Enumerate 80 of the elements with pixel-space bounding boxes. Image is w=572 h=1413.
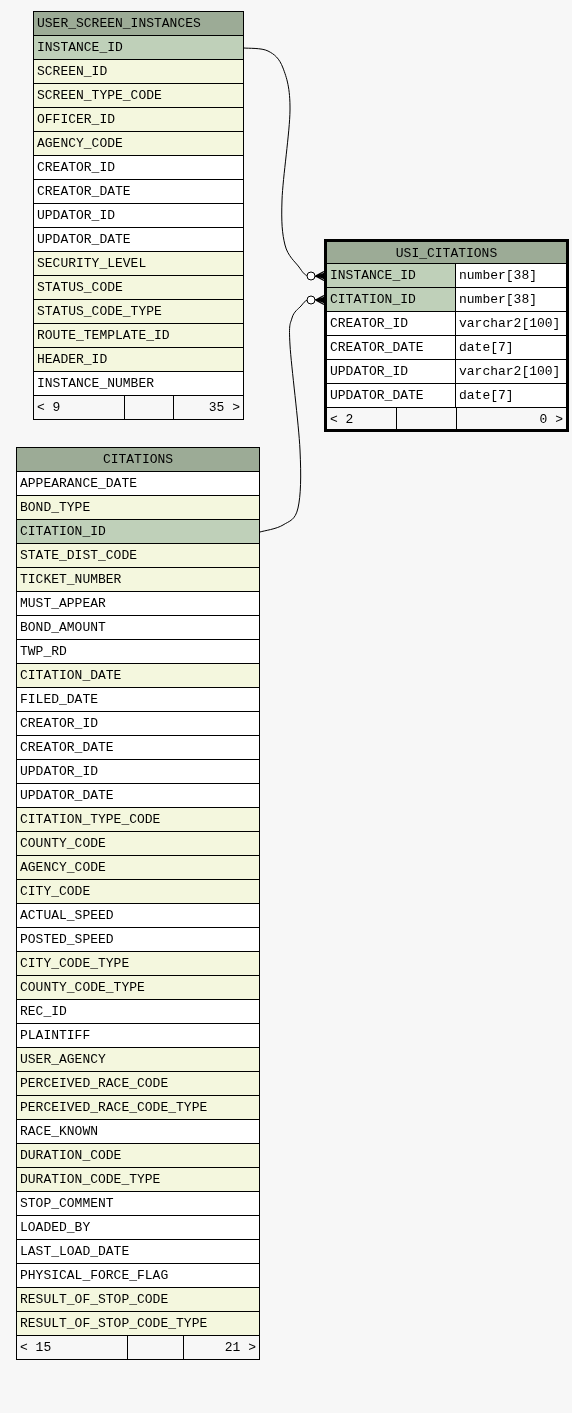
- column-name: UPDATOR_ID: [327, 360, 456, 383]
- column-name: BOND_TYPE: [17, 496, 259, 519]
- column-name: PERCEIVED_RACE_CODE: [17, 1072, 259, 1095]
- column-name: PLAINTIFF: [17, 1024, 259, 1047]
- database-table: [324, 239, 569, 432]
- data-type: date[7]: [456, 384, 566, 407]
- column-name: CREATOR_ID: [17, 712, 259, 735]
- column-name: COUNTY_CODE_TYPE: [17, 976, 259, 999]
- column-name: FILED_DATE: [17, 688, 259, 711]
- column-name: CREATOR_ID: [34, 156, 243, 179]
- column-name: USER_AGENCY: [17, 1048, 259, 1071]
- column-name: UPDATOR_ID: [17, 760, 259, 783]
- child-count: 21 >: [183, 1336, 259, 1359]
- column-name: MUST_APPEAR: [17, 592, 259, 615]
- column-name: INSTANCE_ID: [327, 264, 456, 287]
- table-header: USER_SCREEN_INSTANCES: [33, 11, 244, 36]
- column-name: INSTANCE_NUMBER: [34, 372, 243, 395]
- column-name: BOND_AMOUNT: [17, 616, 259, 639]
- column-name: CITATION_TYPE_CODE: [17, 808, 259, 831]
- data-type: varchar2[100]: [456, 360, 566, 383]
- column-name: RESULT_OF_STOP_CODE: [17, 1288, 259, 1311]
- column-name: HEADER_ID: [34, 348, 243, 371]
- column-name: CITATION_DATE: [17, 664, 259, 687]
- database-table: [16, 447, 260, 1360]
- column-name: CREATOR_DATE: [17, 736, 259, 759]
- column-name: CITY_CODE: [17, 880, 259, 903]
- column-name: UPDATOR_DATE: [34, 228, 243, 251]
- child-count: 0 >: [456, 408, 566, 429]
- column-name: CITATION_ID: [327, 288, 456, 311]
- column-name: CREATOR_ID: [327, 312, 456, 335]
- column-name: PERCEIVED_RACE_CODE_TYPE: [17, 1096, 259, 1119]
- column-name: POSTED_SPEED: [17, 928, 259, 951]
- parent-count: < 9: [34, 396, 125, 419]
- column-name: ROUTE_TEMPLATE_ID: [34, 324, 243, 347]
- column-name: UPDATOR_ID: [34, 204, 243, 227]
- column-name: REC_ID: [17, 1000, 259, 1023]
- column-name: STATUS_CODE: [34, 276, 243, 299]
- column-name: DURATION_CODE: [17, 1144, 259, 1167]
- table-header: CITATIONS: [16, 447, 260, 472]
- column-name: OFFICER_ID: [34, 108, 243, 131]
- column-name: DURATION_CODE_TYPE: [17, 1168, 259, 1191]
- column-name: STATE_DIST_CODE: [17, 544, 259, 567]
- column-name: TICKET_NUMBER: [17, 568, 259, 591]
- column-name: APPEARANCE_DATE: [17, 472, 259, 495]
- table-footer: [16, 1336, 260, 1360]
- parent-count: < 2: [327, 408, 397, 429]
- column-name: ACTUAL_SPEED: [17, 904, 259, 927]
- table-footer: [324, 408, 569, 432]
- child-count: 35 >: [173, 396, 243, 419]
- relationship-line: [243, 47, 325, 282]
- column-name: STOP_COMMENT: [17, 1192, 259, 1215]
- column-name: UPDATOR_DATE: [17, 784, 259, 807]
- column-name: PHYSICAL_FORCE_FLAG: [17, 1264, 259, 1287]
- column-name: SECURITY_LEVEL: [34, 252, 243, 275]
- column-name: CREATOR_DATE: [327, 336, 456, 359]
- parent-count: < 15: [17, 1336, 128, 1359]
- column-name: LOADED_BY: [17, 1216, 259, 1239]
- column-name: STATUS_CODE_TYPE: [34, 300, 243, 323]
- column-name: COUNTY_CODE: [17, 832, 259, 855]
- column-name: RACE_KNOWN: [17, 1120, 259, 1143]
- column-name: SCREEN_TYPE_CODE: [34, 84, 243, 107]
- column-name: LAST_LOAD_DATE: [17, 1240, 259, 1263]
- database-table: [33, 11, 244, 420]
- column-name: CITY_CODE_TYPE: [17, 952, 259, 975]
- relationship-line: [259, 294, 325, 533]
- table-footer: [33, 396, 244, 420]
- column-name: SCREEN_ID: [34, 60, 243, 83]
- column-name: UPDATOR_DATE: [327, 384, 456, 407]
- data-type: date[7]: [456, 336, 566, 359]
- column-name: CREATOR_DATE: [34, 180, 243, 203]
- table-header: USI_CITATIONS: [324, 239, 569, 264]
- column-name: TWP_RD: [17, 640, 259, 663]
- data-type: number[38]: [456, 288, 566, 311]
- column-name: AGENCY_CODE: [17, 856, 259, 879]
- column-name: INSTANCE_ID: [34, 36, 243, 59]
- column-name: CITATION_ID: [17, 520, 259, 543]
- column-name: AGENCY_CODE: [34, 132, 243, 155]
- data-type: varchar2[100]: [456, 312, 566, 335]
- data-type: number[38]: [456, 264, 566, 287]
- column-name: RESULT_OF_STOP_CODE_TYPE: [17, 1312, 259, 1335]
